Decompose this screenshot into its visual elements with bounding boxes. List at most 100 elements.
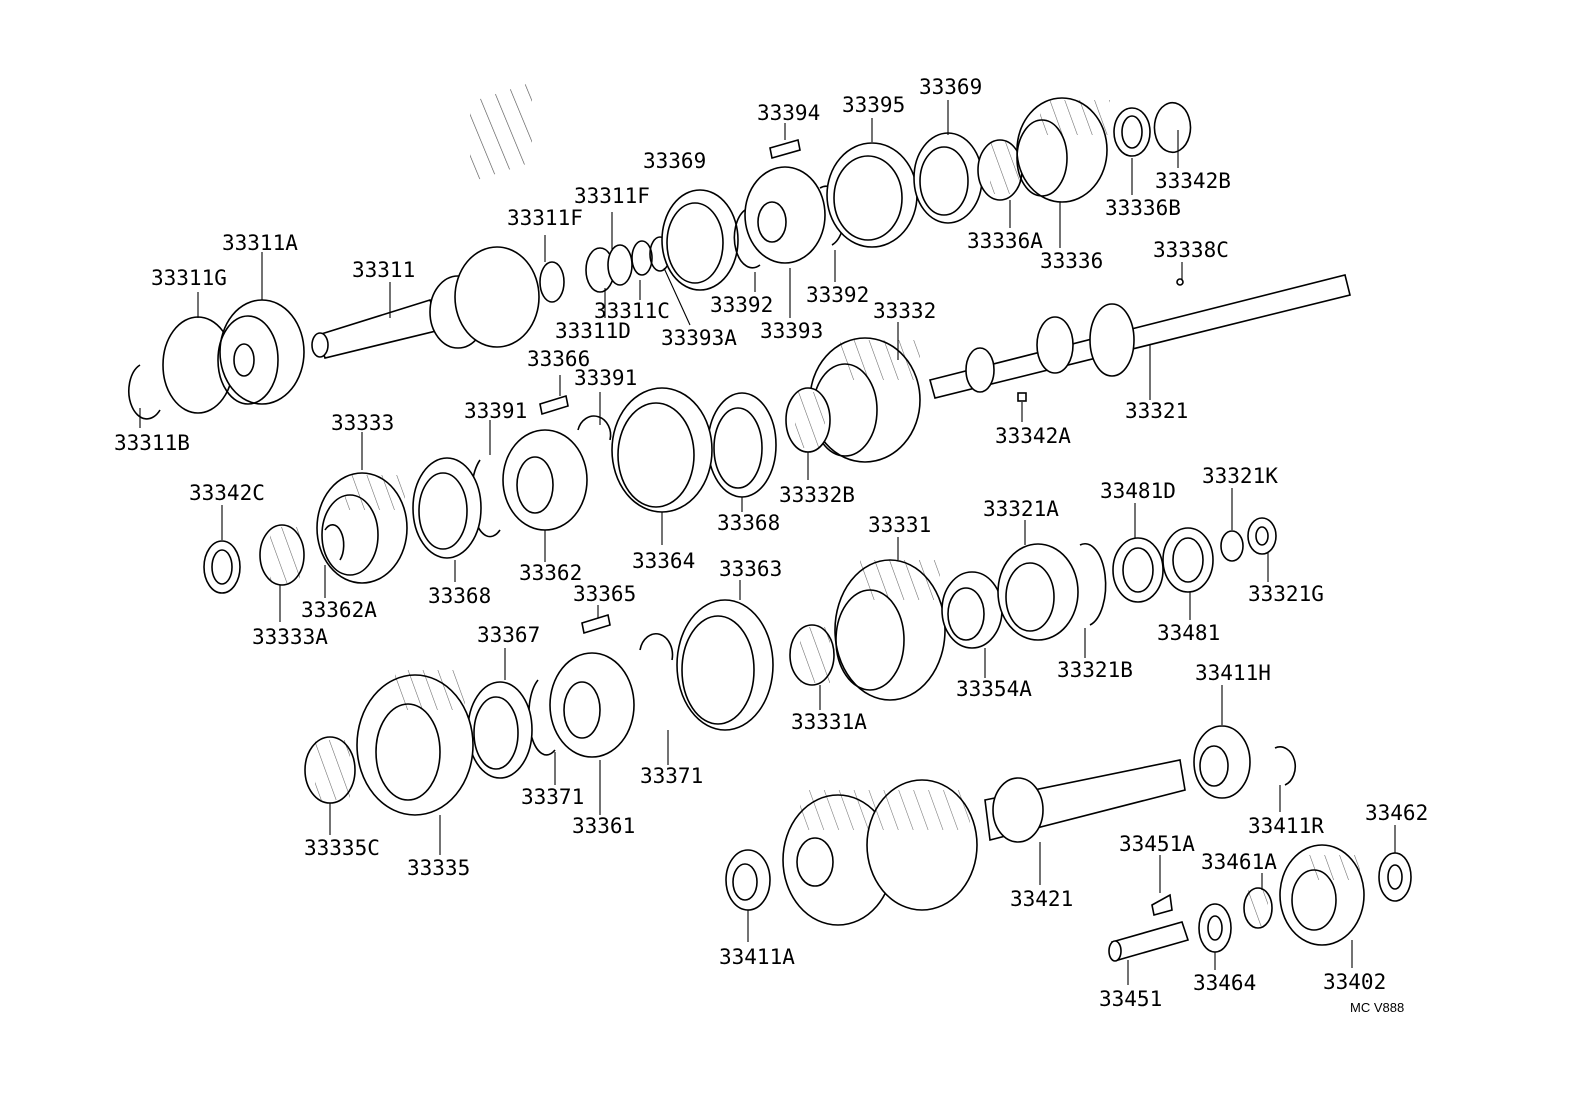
synchro-ring-33367 — [467, 681, 533, 779]
label-33336B: 33336B — [1105, 196, 1181, 220]
label-33321K: 33321K — [1202, 464, 1278, 488]
label-33311D: 33311D — [555, 319, 631, 343]
needle-bearing-33331A — [789, 624, 835, 686]
label-33361: 33361 — [572, 814, 635, 838]
nut-33321G — [1247, 517, 1277, 555]
label-33342B: 33342B — [1155, 169, 1231, 193]
label-33368: 33368 — [428, 584, 491, 608]
label-33464: 33464 — [1193, 971, 1256, 995]
label-33332: 33332 — [873, 299, 936, 323]
leader-lines — [139, 100, 1396, 985]
bearing-33411A — [725, 849, 771, 911]
label-33362A: 33362A — [301, 598, 377, 622]
label-33411A: 33411A — [719, 945, 795, 969]
label-33338C: 33338C — [1153, 238, 1229, 262]
synchro-ring-33369 — [661, 189, 739, 291]
gear-33336 — [1016, 97, 1110, 203]
output-shaft-33321 — [929, 274, 1351, 399]
input-shaft-row — [128, 82, 1192, 420]
gear-33335 — [356, 670, 474, 816]
key-33451A — [1151, 893, 1173, 917]
needle-bearing-33461A — [1243, 887, 1273, 929]
label-33311B: 33311B — [114, 431, 190, 455]
ball-33342A — [1017, 392, 1027, 402]
gear-33331 — [834, 559, 946, 701]
label-33331: 33331 — [868, 513, 931, 537]
label-33369-b: 33369 — [643, 149, 706, 173]
spacer-33354A — [941, 571, 1003, 649]
label-33391-b: 33391 — [464, 399, 527, 423]
needle-bearing-33311C — [585, 236, 671, 293]
label-33395: 33395 — [842, 93, 905, 117]
thrust-washer-33336B — [1113, 107, 1151, 157]
sleeve-33395 — [826, 142, 918, 248]
ring-33362A — [324, 524, 345, 561]
label-33362: 33362 — [519, 561, 582, 585]
needle-bearing-33332B — [785, 387, 831, 453]
washer-33462 — [1378, 852, 1412, 902]
snap-ring-33311B — [128, 364, 161, 420]
ring-33311F — [539, 261, 565, 303]
label-33421: 33421 — [1010, 887, 1073, 911]
label-33393A: 33393A — [661, 326, 737, 350]
spring-33371 — [639, 633, 674, 661]
washer-33481D — [1112, 537, 1164, 603]
label-33411R: 33411R — [1248, 814, 1324, 838]
label-33335: 33335 — [407, 856, 470, 880]
reverse-idler-gear-33402 — [1279, 844, 1365, 946]
label-33481: 33481 — [1157, 621, 1220, 645]
label-33393: 33393 — [760, 319, 823, 343]
label-33365: 33365 — [573, 582, 636, 606]
label-33371-b: 33371 — [521, 785, 584, 809]
label-33461A: 33461A — [1201, 850, 1277, 874]
label-33311G: 33311G — [151, 266, 227, 290]
snap-ring-33411R — [1274, 746, 1297, 786]
label-33335C: 33335C — [304, 836, 380, 860]
idler-shaft-33451 — [1108, 921, 1190, 962]
label-33462: 33462 — [1365, 801, 1428, 825]
needle-bearing-33336A — [977, 139, 1023, 201]
output-shaft-row — [203, 274, 1351, 594]
label-33321B: 33321B — [1057, 658, 1133, 682]
label-33311C: 33311C — [594, 299, 670, 323]
label-33333A: 33333A — [252, 625, 328, 649]
sleeve-33363 — [676, 599, 774, 731]
label-33332B: 33332B — [779, 483, 855, 507]
label-33311A: 33311A — [222, 231, 298, 255]
diagram-code: MC V888 — [1350, 1000, 1404, 1015]
needle-bearing-33335C — [304, 736, 356, 804]
o-ring-33321K — [1220, 530, 1244, 562]
label-33392-b: 33392 — [806, 283, 869, 307]
hub-33361 — [549, 652, 635, 758]
input-shaft-33311 — [311, 82, 540, 359]
label-33364: 33364 — [632, 549, 695, 573]
hub-33362 — [502, 429, 588, 531]
label-33342C: 33342C — [189, 481, 265, 505]
synchro-ring-33369-b — [913, 132, 983, 224]
label-33367: 33367 — [477, 623, 540, 647]
label-33451A: 33451A — [1119, 832, 1195, 856]
label-33366: 33366 — [527, 347, 590, 371]
washer-33464 — [1198, 903, 1232, 953]
bearing-33311A — [217, 299, 305, 405]
key-33394 — [769, 138, 801, 160]
reverse-gear-row — [304, 517, 1277, 816]
label-33336: 33336 — [1040, 249, 1103, 273]
needle-bearing-33333A — [259, 524, 305, 586]
label-33402: 33402 — [1323, 970, 1386, 994]
gear-33481 — [1162, 527, 1214, 593]
counter-gear-33421 — [782, 759, 1186, 926]
label-33321G: 33321G — [1248, 582, 1324, 606]
label-33368-b: 33368 — [717, 511, 780, 535]
label-33354A: 33354A — [956, 677, 1032, 701]
washer-33342C — [203, 540, 241, 594]
gear-33333 — [316, 472, 408, 584]
snap-ring-33342B — [1153, 102, 1192, 153]
label-33369: 33369 — [919, 75, 982, 99]
synchro-ring-33368 — [707, 392, 777, 498]
label-33311F: 33311F — [574, 184, 650, 208]
label-33394: 33394 — [757, 101, 820, 125]
label-33311: 33311 — [352, 258, 415, 282]
